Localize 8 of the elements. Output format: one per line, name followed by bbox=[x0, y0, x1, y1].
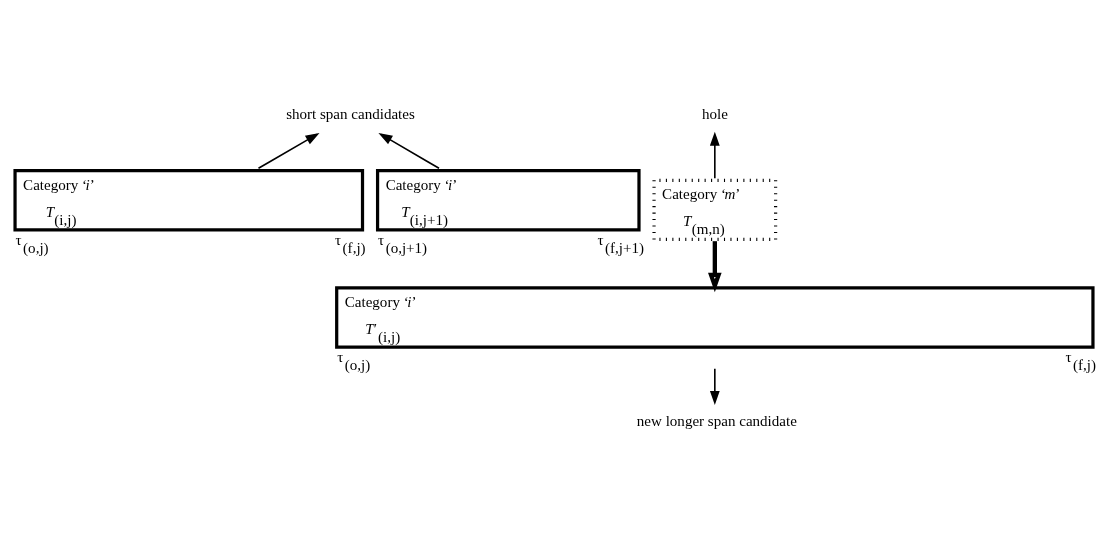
node-text: new longer span candidate bbox=[636, 413, 797, 430]
arrow bbox=[708, 241, 722, 293]
node-text: hole bbox=[701, 105, 728, 122]
arrow bbox=[709, 367, 720, 405]
arrow bbox=[709, 131, 720, 180]
arrow bbox=[378, 132, 440, 170]
node-text: short span candidates bbox=[286, 105, 415, 122]
arrow bbox=[257, 132, 320, 170]
